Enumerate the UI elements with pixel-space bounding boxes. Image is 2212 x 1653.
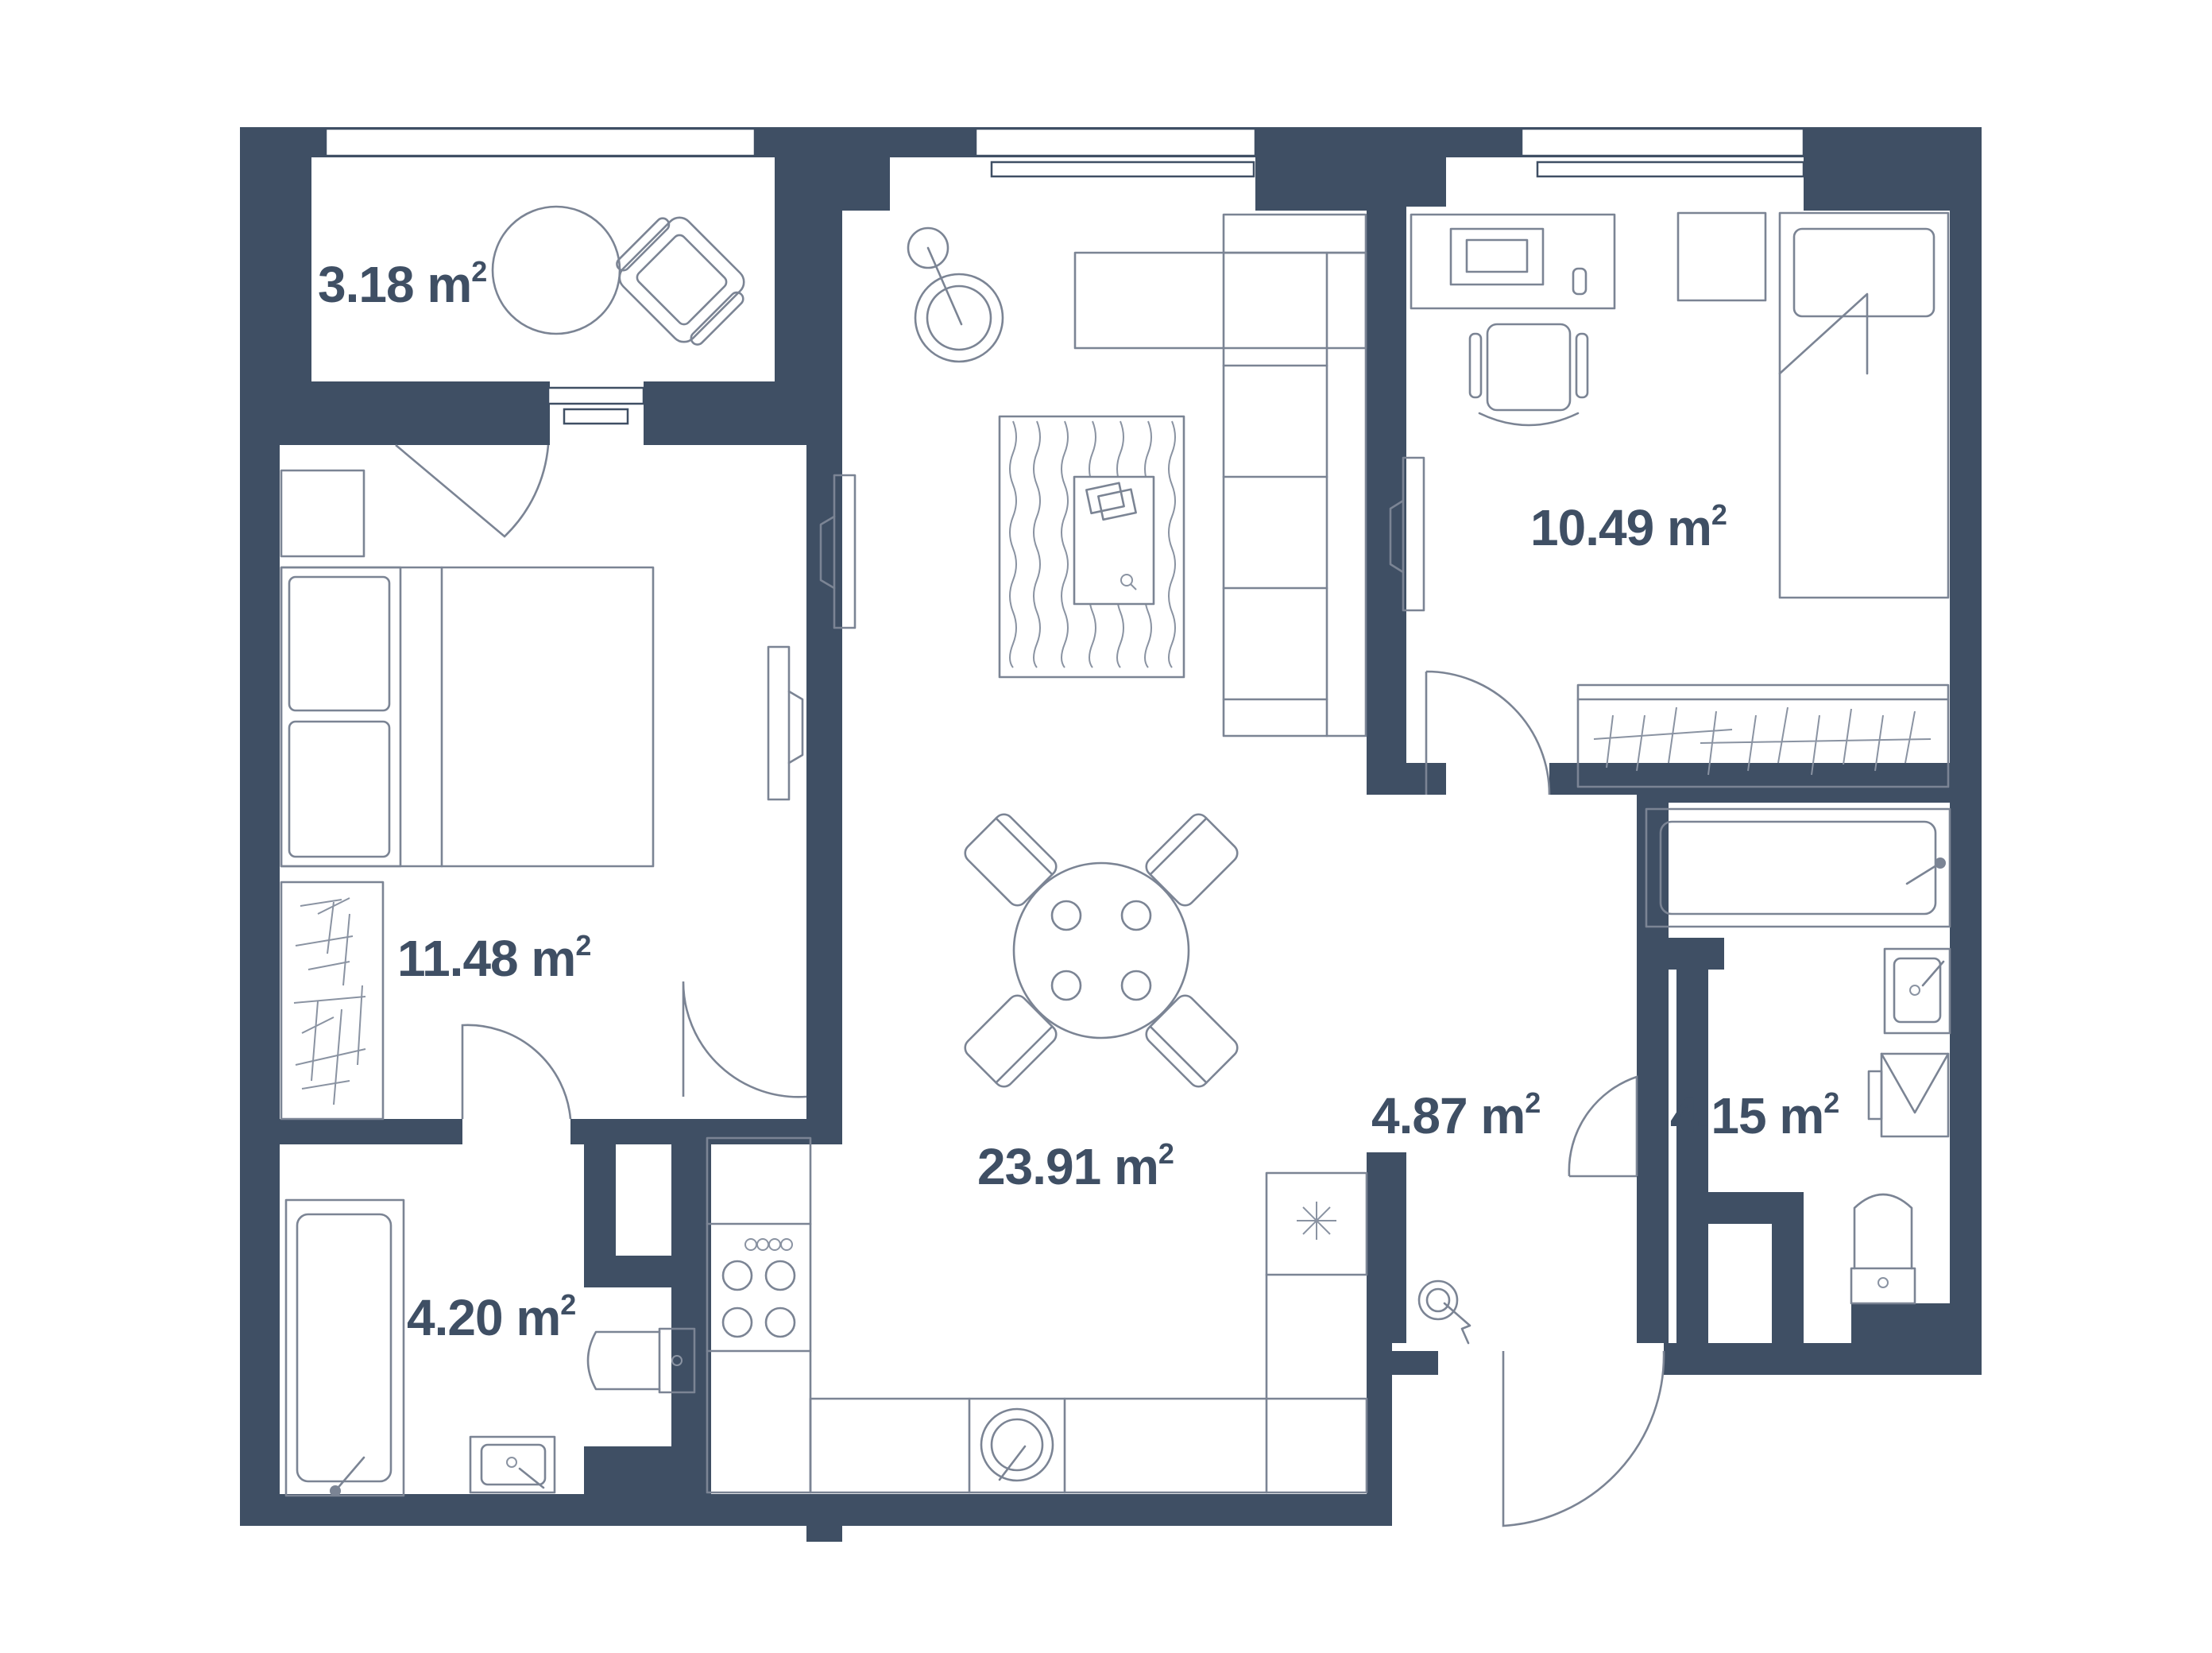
toilet-left: [586, 1327, 696, 1394]
door-entrance: [1502, 1350, 1665, 1527]
kitchen-counter: [706, 1136, 1368, 1494]
child-wardrobe: [1576, 683, 1950, 788]
washing-machine: [1867, 1052, 1950, 1138]
area-label-bathroom-left: 4.20 m2: [407, 1288, 575, 1346]
stove: [706, 1222, 812, 1353]
dining-table: [1012, 861, 1190, 1039]
door-bathroom-left: [461, 1024, 572, 1120]
bathtub-left: [284, 1198, 405, 1497]
door-bath-right: [1568, 1075, 1638, 1178]
coffee-table: [1073, 475, 1155, 606]
intercom: [1417, 1279, 1471, 1345]
window-balcony: [324, 127, 756, 157]
toilet-right: [1850, 1193, 1916, 1305]
rooms-interior: [280, 157, 1950, 1494]
door-bedroom: [682, 981, 807, 1098]
double-bed: [280, 566, 655, 868]
area-label-bedroom: 11.48 m2: [397, 929, 590, 987]
window-child-outer: [1520, 127, 1805, 157]
corner-sofa: [1073, 213, 1367, 737]
area-labels: 3.18 m2 11.48 m2 23.91 m2 10.49 m2 4.87 …: [318, 255, 1839, 1346]
furniture: [280, 205, 1951, 1497]
door-child: [1425, 670, 1551, 796]
desk: [1410, 213, 1616, 310]
window-living-inner: [990, 161, 1255, 178]
area-label-living-kitchen: 23.91 m2: [977, 1137, 1174, 1195]
fridge-snowflake: [1297, 1202, 1336, 1240]
bedroom-wardrobe: [280, 881, 385, 1121]
doors: [395, 386, 1665, 1527]
sink-right: [1883, 947, 1951, 1035]
dining-chair-3: [964, 994, 1058, 1088]
area-label-hallway: 4.87 m2: [1371, 1086, 1540, 1144]
bathtub-right: [1645, 807, 1951, 928]
living-tv: [833, 474, 857, 629]
window-living-outer: [974, 127, 1257, 157]
child-cabinet: [1676, 211, 1767, 302]
sink-left: [469, 1435, 556, 1494]
area-label-balcony: 3.18 m2: [318, 255, 486, 313]
dining-chair-2: [1145, 813, 1239, 907]
living-armchair: [914, 273, 1004, 363]
dining-chair-1: [964, 813, 1058, 907]
bedroom-tv: [767, 645, 791, 801]
balcony-armchair: [616, 216, 745, 346]
door-balcony: [395, 444, 550, 538]
windows: [324, 127, 1805, 178]
desk-chair: [1468, 323, 1589, 427]
area-label-child-room: 10.49 m2: [1530, 498, 1727, 556]
nightstand: [280, 469, 365, 558]
dining-chair-4: [1145, 994, 1239, 1088]
floor-lamp: [907, 226, 963, 326]
child-tv: [1402, 456, 1425, 612]
window-child-inner: [1536, 161, 1805, 178]
area-label-bathroom-right: 4.15 m2: [1670, 1086, 1839, 1144]
single-bed: [1778, 211, 1950, 599]
kitchen-sink: [980, 1407, 1054, 1482]
